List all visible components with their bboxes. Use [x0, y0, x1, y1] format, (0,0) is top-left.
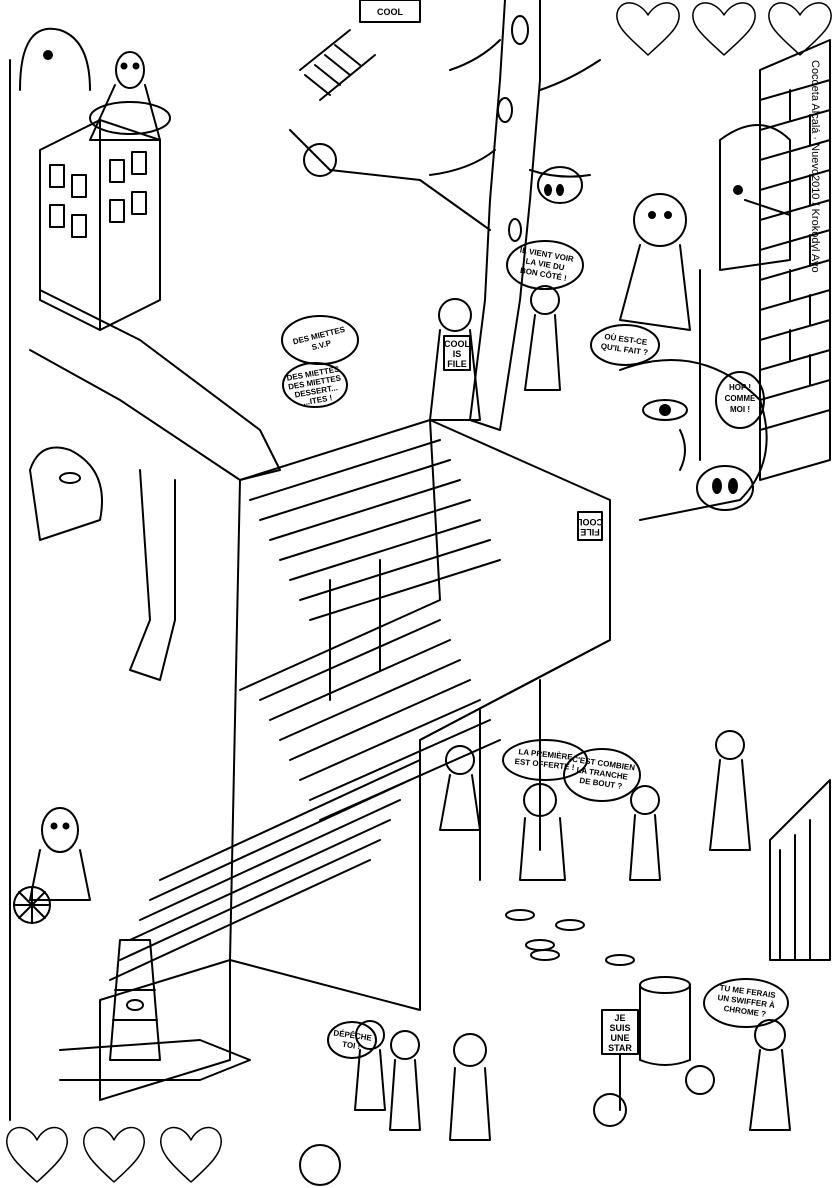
wheel — [13, 886, 51, 924]
speech-bubble-8-shape — [327, 1021, 377, 1059]
heart-outline-bottom-2 — [82, 1126, 146, 1183]
star-sign-line-3: UNE — [610, 1033, 629, 1043]
crowd-bottom-center — [354, 1020, 491, 1141]
bubble-5-line-3: MOI ! — [730, 405, 750, 414]
figure-with-sign — [429, 298, 481, 421]
tent-bottom-right — [769, 779, 831, 961]
giant-leg-left — [29, 289, 281, 681]
speech-bubble-2-shape — [282, 362, 348, 408]
barrel — [639, 976, 691, 1066]
ghost-face-top-left — [19, 27, 91, 91]
shirt-2-line-2: COOL — [576, 517, 603, 527]
sprawled-figure-bottom — [59, 1039, 341, 1186]
hanging-figure-right — [619, 193, 691, 331]
heart-outline-top-2 — [692, 2, 756, 56]
seated-figure-steps — [439, 730, 751, 881]
shirt-1-line-1: COOL — [444, 339, 471, 349]
hearts-top-row — [616, 2, 832, 56]
central-staircase — [99, 419, 611, 1101]
masked-figure-top — [89, 51, 161, 141]
hooded-figure-bottom-left — [29, 807, 91, 901]
tall-man-right — [699, 124, 791, 471]
giant-face — [619, 359, 768, 521]
heart-outline-top-1 — [616, 2, 680, 56]
shirt-panel-2 — [577, 511, 603, 541]
heart-outline-bottom-3 — [159, 1126, 223, 1183]
speech-bubble-3-shape — [506, 240, 584, 290]
top-sign-board — [359, 0, 421, 23]
blob-creature-left — [29, 446, 103, 541]
bubble-5-line-2: COMME — [725, 394, 756, 403]
artist-credit: Cocoeta Alcalá · Nuevo2010 / Krokodyl Ay… — [809, 60, 821, 273]
star-sign-line-2: SUIS — [609, 1023, 630, 1033]
tree-trunk — [429, 0, 601, 431]
hearts-bottom-row — [5, 1126, 223, 1183]
shirt-1-line-2: IS — [453, 349, 462, 359]
speech-bubble-5-shape — [715, 371, 765, 429]
bubble-5-line-1: HOP ! — [729, 383, 751, 392]
top-sign-text: COOL — [377, 7, 404, 17]
shirt-panel-1 — [443, 335, 471, 371]
ladder — [299, 29, 376, 101]
shirt-2-line-1: FILE — [580, 527, 600, 537]
bubble-8-line-2: TOI ! — [342, 1040, 361, 1051]
speech-bubble-7-shape — [563, 748, 641, 802]
star-sign-line-1: JE — [614, 1013, 625, 1023]
star-sign-line-4: STAR — [608, 1043, 632, 1053]
building-top-left — [39, 101, 171, 331]
swinging-figure — [289, 129, 491, 231]
heart-outline-bottom-1 — [5, 1126, 69, 1183]
bottom-right-figures — [593, 1019, 791, 1131]
lighthouse — [109, 939, 161, 1061]
pig-figure-top — [537, 166, 583, 204]
pancake-stacks — [505, 909, 635, 966]
shirt-1-line-3: FILE — [447, 359, 467, 369]
speech-bubble-6-shape — [502, 739, 588, 781]
figure-on-tree — [524, 285, 561, 391]
pig-snout — [696, 465, 754, 511]
speech-bubble-4-shape — [590, 324, 660, 366]
heart-outline-top-3 — [768, 2, 832, 56]
speech-bubble-9-shape — [703, 978, 789, 1028]
